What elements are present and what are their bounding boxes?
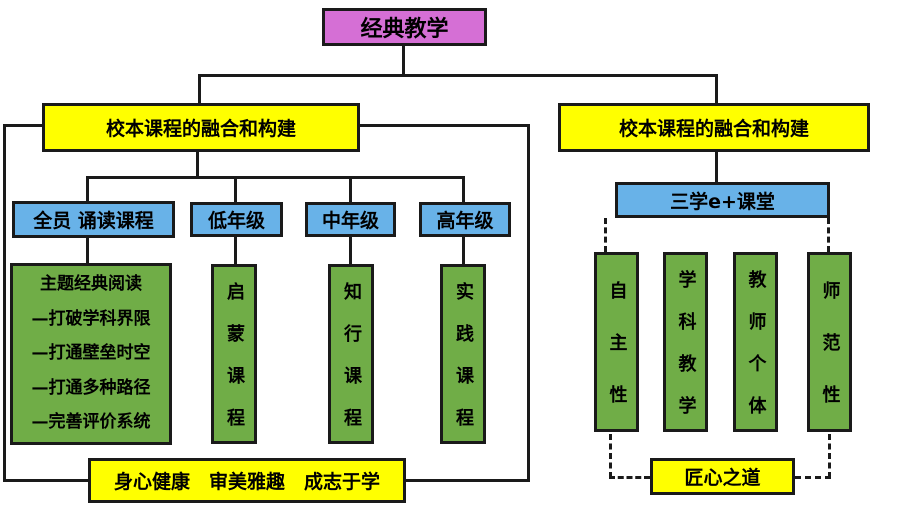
right-branch-header-label: 校本课程的融合和构建 (618, 118, 809, 140)
node-gaonianji: 高年级 (419, 202, 511, 237)
connector (715, 152, 718, 182)
dashed-connector (828, 434, 831, 478)
dashed-connector (604, 218, 607, 252)
node-jiaoshi-geti: 教师个体 (733, 252, 778, 438)
node-zhixing-kecheng: 知行课程 (328, 264, 374, 450)
connector (198, 74, 201, 105)
connector (462, 237, 465, 265)
node-dinianji: 低年级 (190, 202, 283, 237)
node-label: 低年级 (207, 210, 265, 232)
right-footer-label: 匠心之道 (684, 467, 761, 489)
left-footer-label: 身心健康 审美雅趣 成志于学 (113, 471, 380, 493)
list-line: —打通壁垒时空 (31, 343, 151, 364)
list-line: —完善评价系统 (31, 412, 151, 433)
node-label: 实践课程 (453, 282, 474, 450)
connector (3, 479, 88, 482)
connector (86, 176, 89, 202)
right-footer: 匠心之道 (650, 458, 795, 495)
node-label: 高年级 (436, 210, 494, 232)
root-label: 经典教学 (360, 17, 449, 42)
node-zhongnianji: 中年级 (305, 202, 396, 237)
connector (196, 152, 199, 178)
connector (462, 176, 465, 202)
node-label: 启蒙课程 (224, 282, 245, 450)
list-line: —打通多种路径 (31, 377, 151, 398)
node-label: 三学e+课堂 (670, 190, 775, 213)
dashed-connector (609, 434, 612, 478)
left-branch-header: 校本课程的融合和构建 (42, 103, 360, 152)
connector (527, 124, 530, 482)
node-zizhuxing: 自主性 (594, 252, 639, 437)
connector (234, 176, 237, 202)
node-label: 全员 诵读课程 (33, 210, 154, 232)
node-sanxue-e-ketang: 三学e+课堂 (615, 182, 830, 218)
dashed-connector (795, 476, 831, 479)
dashed-connector (609, 476, 650, 479)
connector (360, 124, 530, 127)
node-zhuti-jingdian-yuedu: 主题经典阅读 —打破学科界限 —打通壁垒时空 —打通多种路径 —完善评价系统 (10, 263, 172, 445)
left-footer: 身心健康 审美雅趣 成志于学 (88, 458, 406, 503)
right-branch-header: 校本课程的融合和构建 (558, 103, 870, 152)
list-line: —打破学科界限 (31, 308, 151, 329)
node-label: 学科教学 (675, 270, 697, 438)
root-node: 经典教学 (322, 8, 487, 46)
connector (405, 479, 530, 482)
node-label: 教师个体 (745, 270, 767, 438)
connector (715, 74, 718, 105)
node-shifanxing: 师范性 (807, 252, 852, 437)
node-label: 自主性 (606, 281, 628, 437)
node-label: 中年级 (321, 210, 379, 232)
node-qimeng-kecheng: 启蒙课程 (211, 264, 257, 450)
node-xueke-jiaoxue: 学科教学 (663, 252, 708, 438)
left-branch-header-label: 校本课程的融合和构建 (105, 118, 296, 140)
connector (349, 176, 352, 202)
connector (3, 124, 42, 127)
connector (349, 237, 352, 265)
node-shijian-kecheng: 实践课程 (440, 264, 486, 450)
connector (86, 238, 89, 264)
connector (3, 124, 6, 482)
connector (234, 237, 237, 265)
dashed-connector (827, 218, 830, 252)
connector (402, 44, 405, 76)
connector (86, 176, 464, 179)
node-label: 师范性 (819, 281, 841, 437)
connector (198, 74, 718, 77)
node-quanyuan-songdu: 全员 诵读课程 (12, 201, 175, 238)
list-line: 主题经典阅读 (40, 274, 142, 295)
node-label: 知行课程 (341, 282, 362, 450)
